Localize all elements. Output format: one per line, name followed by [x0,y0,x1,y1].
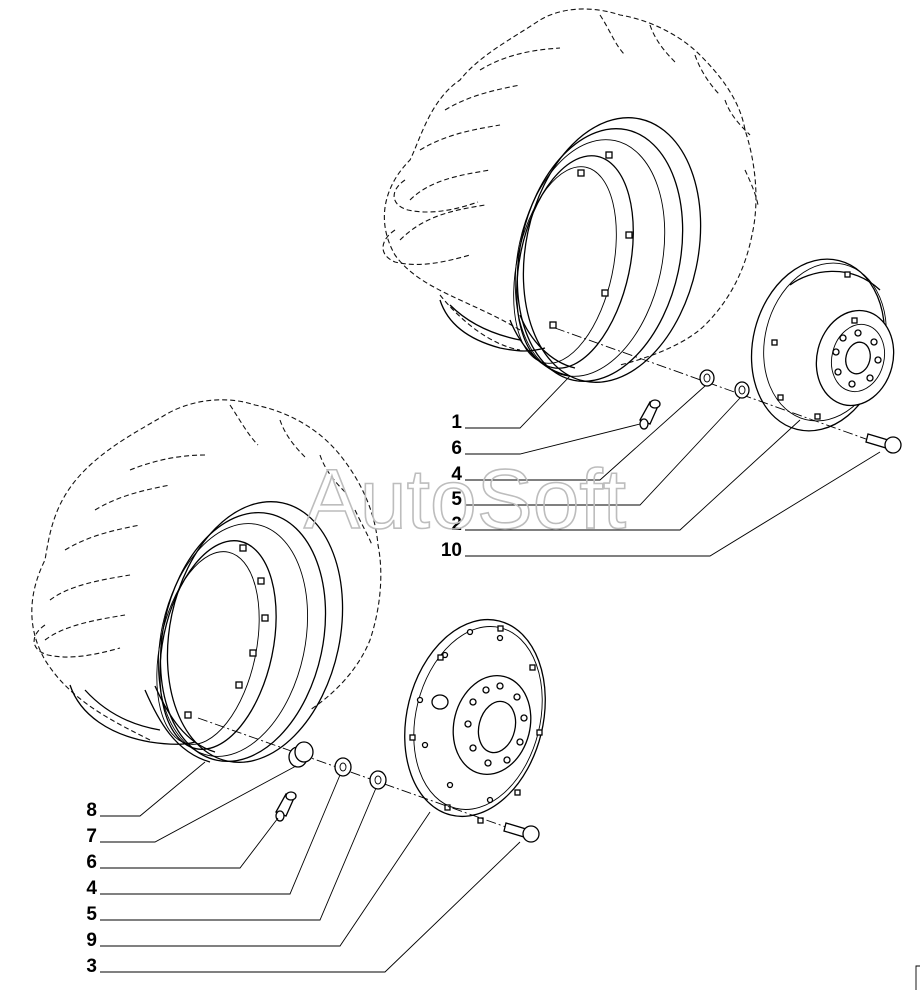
lower-bolt [503,822,540,843]
lower-rim [144,501,344,763]
callout-label: 9 [86,930,97,951]
upper-leader-lines [465,375,881,557]
upper-hub-stud-holes [832,329,882,388]
lower-spacer [288,741,314,768]
callout-label: 6 [451,438,462,459]
lower-disc-outer-holes [416,628,504,804]
callout-label: 6 [86,852,97,873]
callout-label: 2 [451,514,462,535]
callout-label: 5 [451,489,462,510]
lower-callout-labels: 8 7 6 4 5 9 3 [86,800,97,977]
lower-center-disc [404,618,546,824]
lower-tire-sidewall [69,684,196,745]
upper-tire-sidewall [439,299,546,352]
lower-washer [369,770,387,790]
callout-label: 3 [86,956,97,977]
callout-label: 1 [451,412,462,433]
upper-tire [382,8,759,366]
callout-label: 4 [86,878,97,899]
upper-assembly-axis [554,327,881,445]
callout-label: 5 [86,904,97,925]
upper-nut [699,369,715,387]
callout-label: 8 [86,800,97,821]
callout-label: 7 [86,826,97,847]
lower-disc-rim-slots [409,625,543,824]
lower-tire [31,399,382,741]
lower-nut [334,757,352,777]
upper-rim-bolt-holes [549,151,633,329]
callout-label: 4 [451,464,462,485]
upper-valve [639,399,661,430]
lower-assembly-axis [197,717,521,833]
lower-rim-bolt-holes [184,544,269,719]
corner-mark [915,965,920,990]
upper-washer [734,381,750,399]
lower-hub-stud-holes [464,682,528,767]
lower-leader-lines [100,761,521,973]
lower-valve [275,791,297,822]
upper-callout-labels: 1 6 4 5 2 10 [441,412,463,561]
upper-rim [509,117,702,383]
upper-bolt [865,433,902,454]
watermark: AutoSoft [304,452,626,546]
upper-center-disc [750,258,895,432]
callout-label: 10 [441,540,462,561]
upper-disc-rim-holes [771,271,858,420]
